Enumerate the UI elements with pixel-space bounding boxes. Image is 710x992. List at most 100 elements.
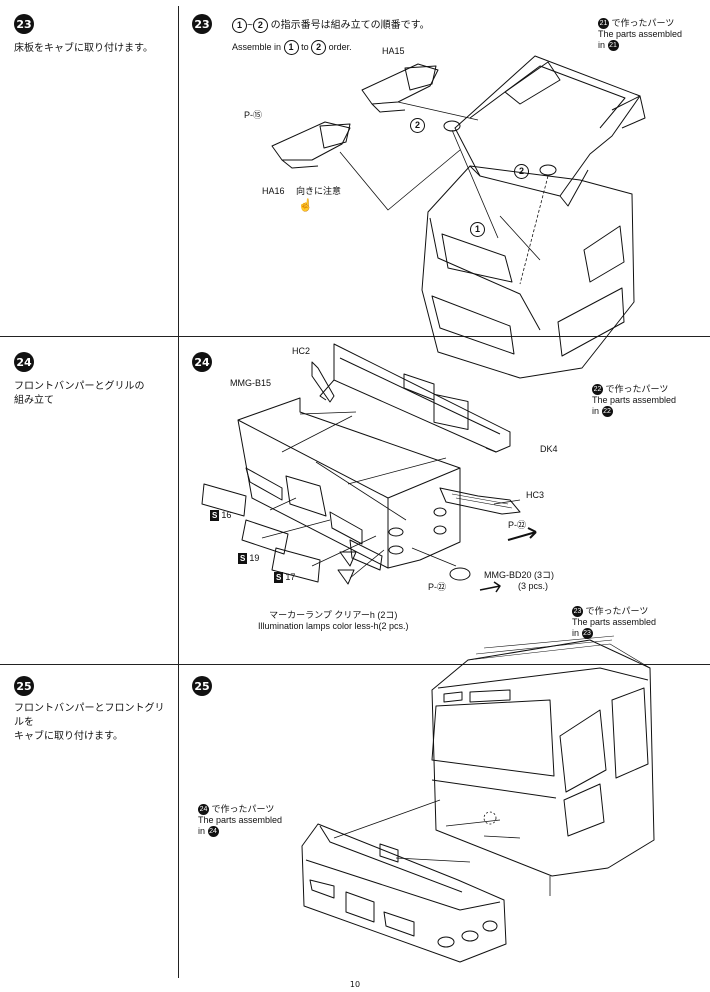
- label-dk4: DK4: [540, 444, 558, 454]
- label-ha15: HA15: [382, 46, 405, 56]
- step-25-text-line1: フロントバンパーとフロントグリルを: [14, 703, 165, 728]
- pin-mark-2a: 2: [410, 118, 425, 133]
- mmg-bd20-text: MMG-BD20 (3コ): [484, 570, 555, 580]
- lamp-jp: マーカーランプ クリアーh (2コ): [269, 610, 398, 620]
- marker-lamps-drawing: [337, 551, 471, 585]
- label-p22-a: P-㉒: [508, 520, 527, 530]
- order-to-mark: 2: [252, 18, 268, 33]
- leader-lines-23: [339, 101, 549, 285]
- ref-24-mark-2: 24: [207, 826, 219, 838]
- ref-23-jp: で作ったパーツ: [585, 606, 649, 616]
- ref-24-label: 24 で作ったパーツ The parts assembled in 24: [198, 804, 283, 838]
- ref-22-label: 22 で作ったパーツ The parts assembled in 22: [592, 384, 677, 418]
- label-hc2: HC2: [292, 346, 311, 356]
- page-number: 10: [349, 980, 361, 989]
- leader-lines-24: [261, 411, 521, 579]
- label-mmg-bd20: MMG-BD20 (3コ) (3 pcs.): [484, 570, 554, 592]
- label-ha16: HA16: [262, 186, 285, 196]
- order-note-en-from: 1: [283, 40, 299, 55]
- column-divider: [178, 6, 179, 978]
- order-note-en-to: 2: [311, 40, 327, 55]
- pin-mark-2b-text: 2: [514, 164, 529, 179]
- ref-22-mark: 22: [592, 384, 603, 396]
- order-note-en-post: order.: [328, 41, 352, 52]
- ref-23-mark-2: 23: [581, 628, 593, 640]
- label-hc3: HC3: [526, 490, 545, 500]
- step-24-text: フロントバンパーとグリルの 組み立て: [14, 380, 174, 408]
- label-p15: P-⑮: [244, 110, 263, 120]
- ref-22-en1: The parts assembled: [592, 395, 677, 406]
- step-25-text-line2: キャブに取り付けます。: [14, 731, 123, 742]
- leader-lines-25: [333, 799, 551, 896]
- s16-mark: S: [210, 510, 220, 521]
- sticker-plates-drawing: [201, 483, 321, 583]
- step-23-badge: 23: [14, 14, 34, 34]
- diagram-24-badge: 24: [192, 352, 212, 372]
- ref-22-en2: in: [592, 406, 600, 417]
- ref-22-mark-2: 22: [601, 406, 613, 418]
- ref-24-en2: in: [198, 826, 206, 837]
- s17-mark: S: [274, 572, 284, 583]
- label-mmg-b15: MMG-B15: [230, 378, 272, 388]
- direction-arrows-24: [479, 527, 537, 593]
- ref-23-label: 23 で作ったパーツ The parts assembled in 23: [572, 606, 657, 640]
- ref-21-jp: で作ったパーツ: [611, 18, 675, 28]
- order-note-en: Assemble in 1 to 2 order.: [232, 40, 352, 55]
- ref-24-jp: で作ったパーツ: [211, 804, 275, 814]
- cab-front-drawing: [431, 635, 655, 877]
- order-from-mark: 1: [232, 18, 247, 33]
- pin-mark-1-text: 1: [470, 222, 485, 237]
- bumper-assembly-drawing: [301, 823, 507, 963]
- ref-24-mark: 24: [198, 804, 209, 816]
- hc2-part-drawing: [311, 361, 335, 403]
- ha16-part-drawing: [271, 121, 351, 169]
- step-25-badge: 25: [14, 676, 34, 696]
- marker-lamp-note: マーカーランプ クリアーh (2コ) Illumination lamps co…: [258, 610, 409, 632]
- step-24-badge: 24: [14, 352, 34, 372]
- pin-mark-1: 1: [470, 222, 485, 237]
- order-note-en-pre: Assemble in: [232, 41, 282, 52]
- ref-23-mark: 23: [572, 606, 583, 618]
- diagram-25-badge: 25: [192, 676, 212, 696]
- order-note-jp: 1~2 の指示番号は組み立ての順番です。: [232, 18, 430, 33]
- step-25-text: フロントバンパーとフロントグリルを キャブに取り付けます。: [14, 702, 174, 744]
- ref-22-jp: で作ったパーツ: [605, 384, 669, 394]
- step-23-text: 床板をキャブに取り付けます。: [14, 43, 153, 54]
- label-p22-b: P-㉒: [428, 582, 447, 592]
- ref-21-mark: 21: [598, 18, 609, 30]
- order-note-jp-text: の指示番号は組み立ての順番です。: [270, 20, 430, 32]
- s16-num: 16: [221, 510, 232, 520]
- label-orientation-note: 向きに注意: [296, 186, 342, 196]
- ref-21-en2: in: [598, 40, 606, 51]
- upper-grille-drawing: [319, 343, 511, 453]
- step-24-text-line1: フロントバンパーとグリルの: [14, 381, 145, 392]
- ref-24-en1: The parts assembled: [198, 815, 283, 826]
- ref-21-en1: The parts assembled: [598, 29, 683, 40]
- row-divider-2: [0, 664, 710, 665]
- floor-panel-drawing: [454, 55, 646, 207]
- hand-pointer-icon: ☝: [298, 198, 313, 212]
- pin-mark-2b: 2: [514, 164, 529, 179]
- pin-mark-2a-text: 2: [410, 118, 425, 133]
- hc3-part-drawing: [439, 487, 521, 515]
- s17-num: 17: [285, 572, 296, 582]
- ref-23-en2: in: [572, 628, 580, 639]
- row-divider-1: [0, 336, 710, 337]
- ha15-part-drawing: [361, 63, 439, 113]
- order-note-en-mid: to: [301, 41, 309, 52]
- ref-21-mark-2: 21: [607, 40, 619, 52]
- step-24-text-line2: 組み立て: [14, 395, 54, 406]
- ref-21-label: 21 で作ったパーツ The parts assembled in 21: [598, 18, 683, 52]
- s19-num: 19: [249, 553, 260, 563]
- s19-mark: S: [238, 553, 248, 564]
- diagram-23-badge: 23: [192, 14, 212, 34]
- bumper-body-drawing: [237, 397, 461, 571]
- ref-23-en1: The parts assembled: [572, 617, 657, 628]
- mmg-bd20-count: (3 pcs.): [518, 581, 549, 591]
- lamp-en: Illumination lamps color less-h(2 pcs.): [258, 621, 409, 631]
